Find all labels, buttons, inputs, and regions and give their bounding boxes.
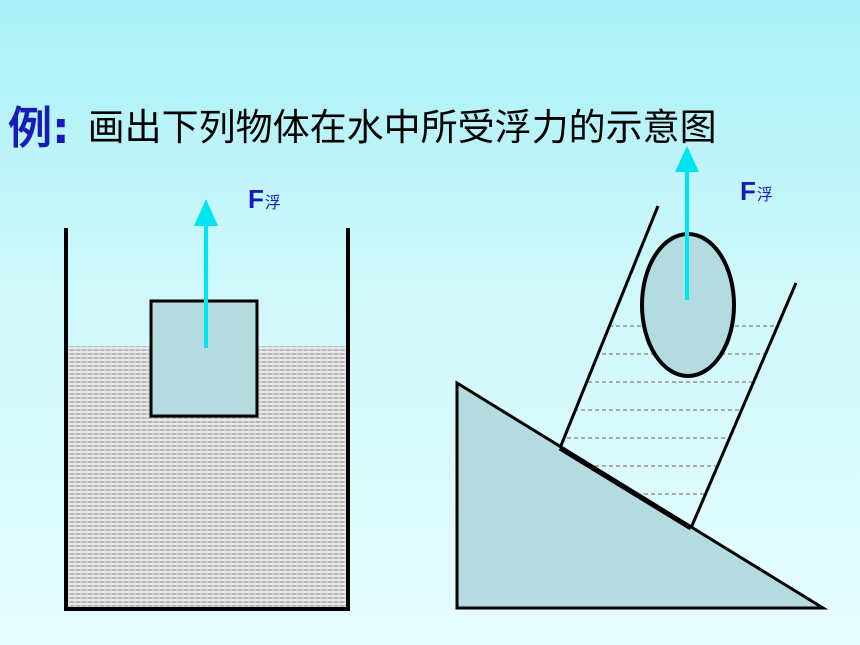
buoyancy-arrow-head: [194, 199, 218, 226]
force-symbol-2: F: [740, 176, 756, 206]
force-label-1: F浮: [248, 184, 281, 215]
force-symbol-1: F: [248, 184, 264, 214]
slide-title: 例: 画出下列物体在水中所受浮力的示意图: [8, 92, 717, 156]
tube-right-wall: [689, 282, 798, 529]
force-subscript-2: 浮: [756, 187, 773, 204]
tube-bottom: [558, 445, 693, 531]
example-label: 例:: [8, 103, 70, 154]
beaker-diagram: [64, 199, 350, 611]
force-label-2: F浮: [740, 176, 773, 207]
incline-diagram: [455, 146, 829, 610]
tube-left-wall: [558, 205, 660, 449]
title-text: 画出下列物体在水中所受浮力的示意图: [87, 106, 717, 149]
force-subscript-1: 浮: [264, 195, 281, 212]
beaker-outline: [64, 228, 350, 611]
buoyancy-arrow-head-2: [675, 146, 699, 172]
